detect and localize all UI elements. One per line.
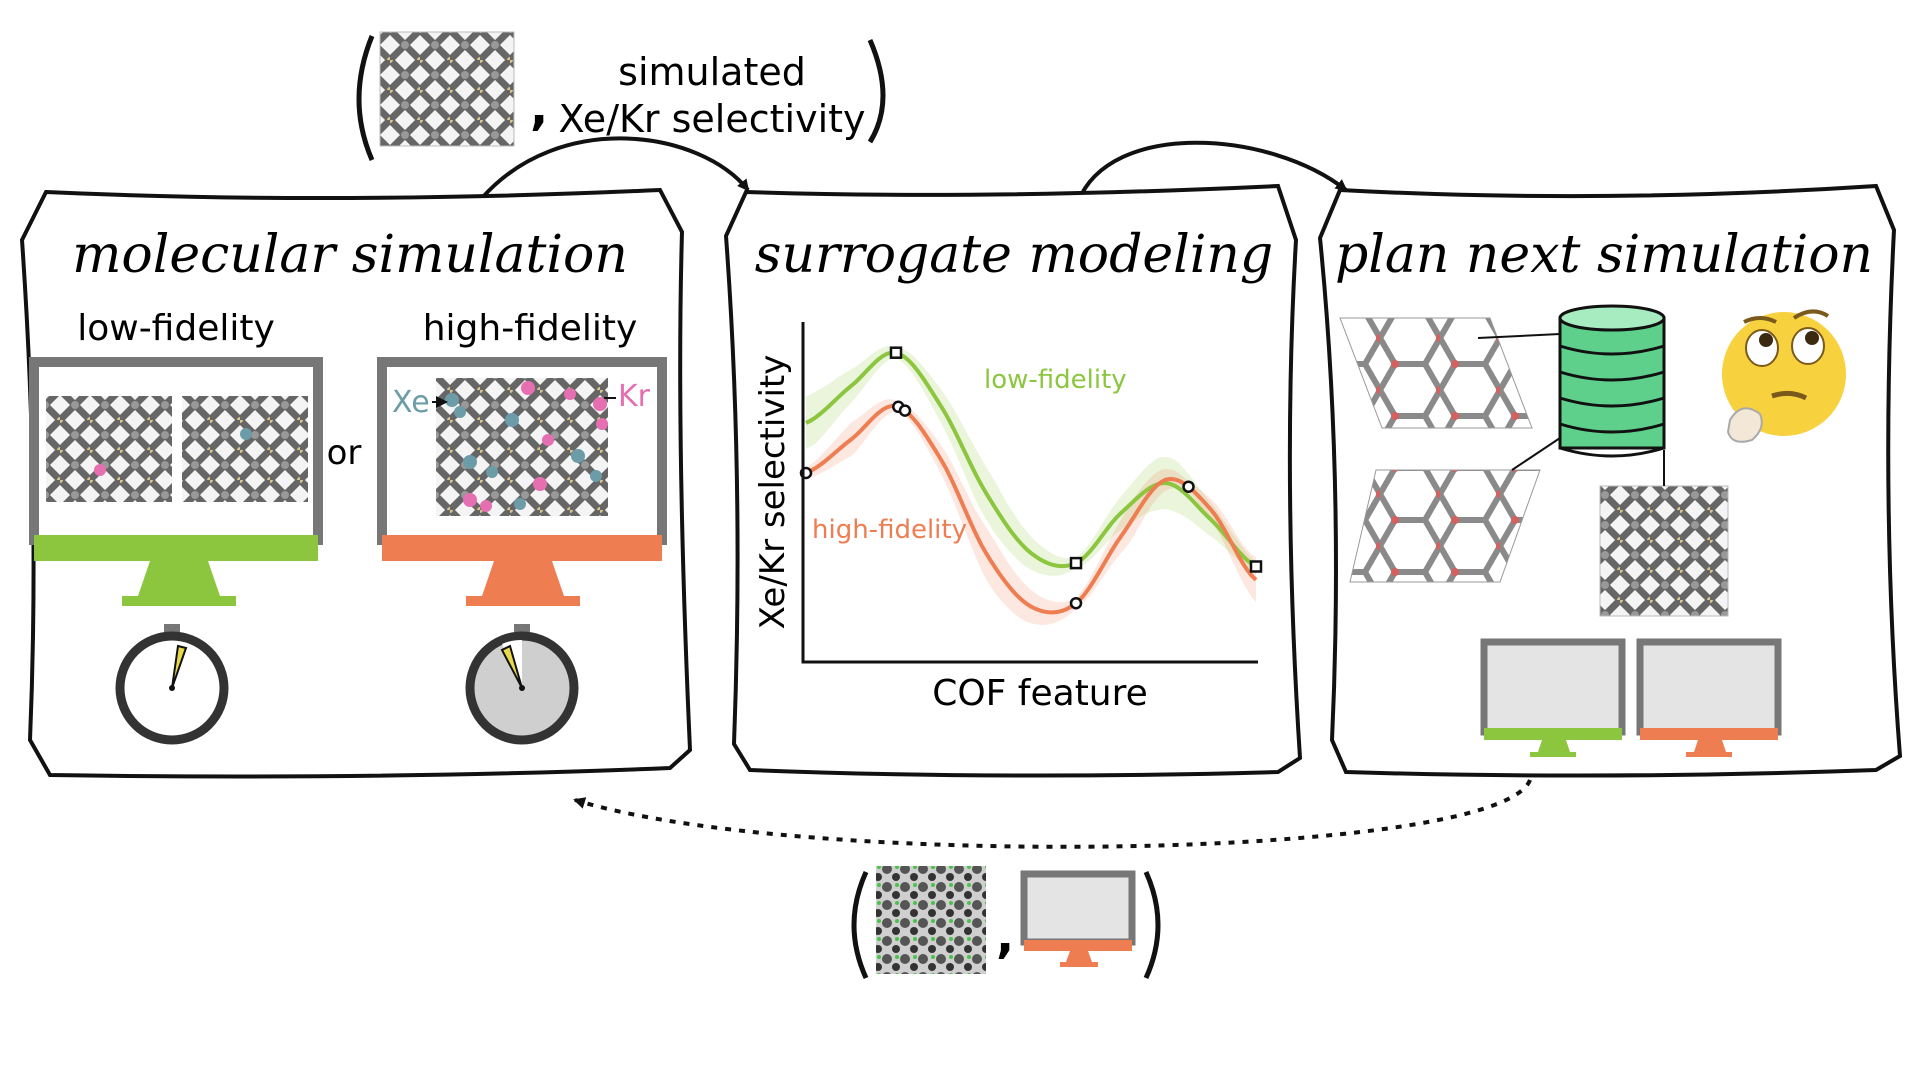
- open-paren: [356, 35, 375, 161]
- panel-surrogate-modeling: surrogate modeling COF feature Xe/Kr sel…: [723, 183, 1303, 778]
- low-fidelity-label: low-fidelity: [77, 308, 275, 349]
- candidate-cof-porous: [1349, 469, 1541, 583]
- tuple-label-line2: Xe/Kr selectivity: [558, 97, 865, 141]
- tuple-comma: ,: [530, 80, 548, 136]
- low-fidelity-observation-1: [1069, 556, 1083, 570]
- selected-cof-thumbnail: [876, 866, 986, 974]
- kr-atom: [94, 464, 106, 476]
- low-fidelity-observation-2: [1249, 560, 1263, 573]
- panel-title: molecular simulation: [72, 225, 628, 285]
- panel-title: plan next simulation: [1335, 225, 1873, 285]
- top-data-tuple: , simulated Xe/Kr selectivity: [356, 31, 886, 161]
- bottom-data-tuple: ,: [851, 866, 1161, 980]
- candidate-cof-hexagonal: [1339, 317, 1533, 429]
- uncertainty-band-0: [806, 346, 1256, 576]
- close-paren: [1143, 870, 1161, 980]
- low-fidelity-series-label: low-fidelity: [984, 365, 1127, 395]
- candidate-cof-square: [1599, 485, 1729, 617]
- chart-axes: [801, 322, 1258, 664]
- high-fidelity-observation-3: [1069, 596, 1083, 610]
- low-fidelity-structure-a: [46, 396, 172, 502]
- tuple-label-line1: simulated: [618, 50, 806, 94]
- thinking-face-icon: [1722, 309, 1846, 443]
- low-fidelity-observation-0: [889, 346, 903, 359]
- series-line-0: [805, 350, 1258, 569]
- high-fidelity-label: high-fidelity: [423, 308, 638, 349]
- low-fidelity-monitor: [29, 357, 323, 606]
- arrow-plan-to-simulation-dashed: [573, 779, 1532, 849]
- high-fidelity-structure: [436, 378, 608, 516]
- high-fidelity-observation-2: [898, 404, 912, 417]
- high-fidelity-monitor: Xe Kr: [377, 357, 667, 606]
- panel-plan-next-simulation: plan next simulation: [1317, 183, 1903, 778]
- surrogate-chart: COF feature Xe/Kr selectivity low-fideli…: [753, 322, 1263, 714]
- high-fidelity-monitor-small: [1636, 638, 1782, 757]
- or-label: or: [327, 433, 362, 473]
- stopwatch-short-icon: [115, 624, 229, 745]
- open-paren: [851, 870, 869, 980]
- database-connectors: [1477, 333, 1665, 486]
- cof-structure-thumbnail: [379, 31, 515, 147]
- xe-label: Xe: [392, 385, 430, 420]
- high-fidelity-observation-4: [1182, 480, 1195, 493]
- xe-atom: [240, 428, 252, 440]
- series-line-1: [805, 403, 1258, 615]
- arrow-surrogate-to-plan: [1076, 140, 1348, 203]
- high-fidelity-monitor-choice: [1020, 870, 1136, 967]
- panel-outline: [723, 183, 1303, 778]
- stopwatch-long-icon: [465, 624, 579, 745]
- close-paren: [867, 39, 886, 144]
- low-fidelity-monitor-small: [1480, 638, 1626, 757]
- adsorbed-atoms: [445, 381, 608, 512]
- x-axis-label: COF feature: [932, 673, 1148, 714]
- high-fidelity-series-label: high-fidelity: [812, 515, 967, 545]
- low-fidelity-stand-bar: [34, 535, 318, 561]
- panel-molecular-simulation: molecular simulation low-fidelity high-f…: [19, 187, 693, 779]
- high-fidelity-stand-bar: [382, 535, 662, 561]
- low-fidelity-structure-b: [182, 396, 308, 502]
- tuple-comma: ,: [996, 908, 1014, 964]
- kr-label: Kr: [618, 379, 651, 414]
- y-axis-label: Xe/Kr selectivity: [753, 355, 793, 630]
- panel-title: surrogate modeling: [755, 225, 1273, 285]
- arrow-simulation-to-surrogate: [480, 136, 750, 200]
- database-icon: [1558, 304, 1666, 458]
